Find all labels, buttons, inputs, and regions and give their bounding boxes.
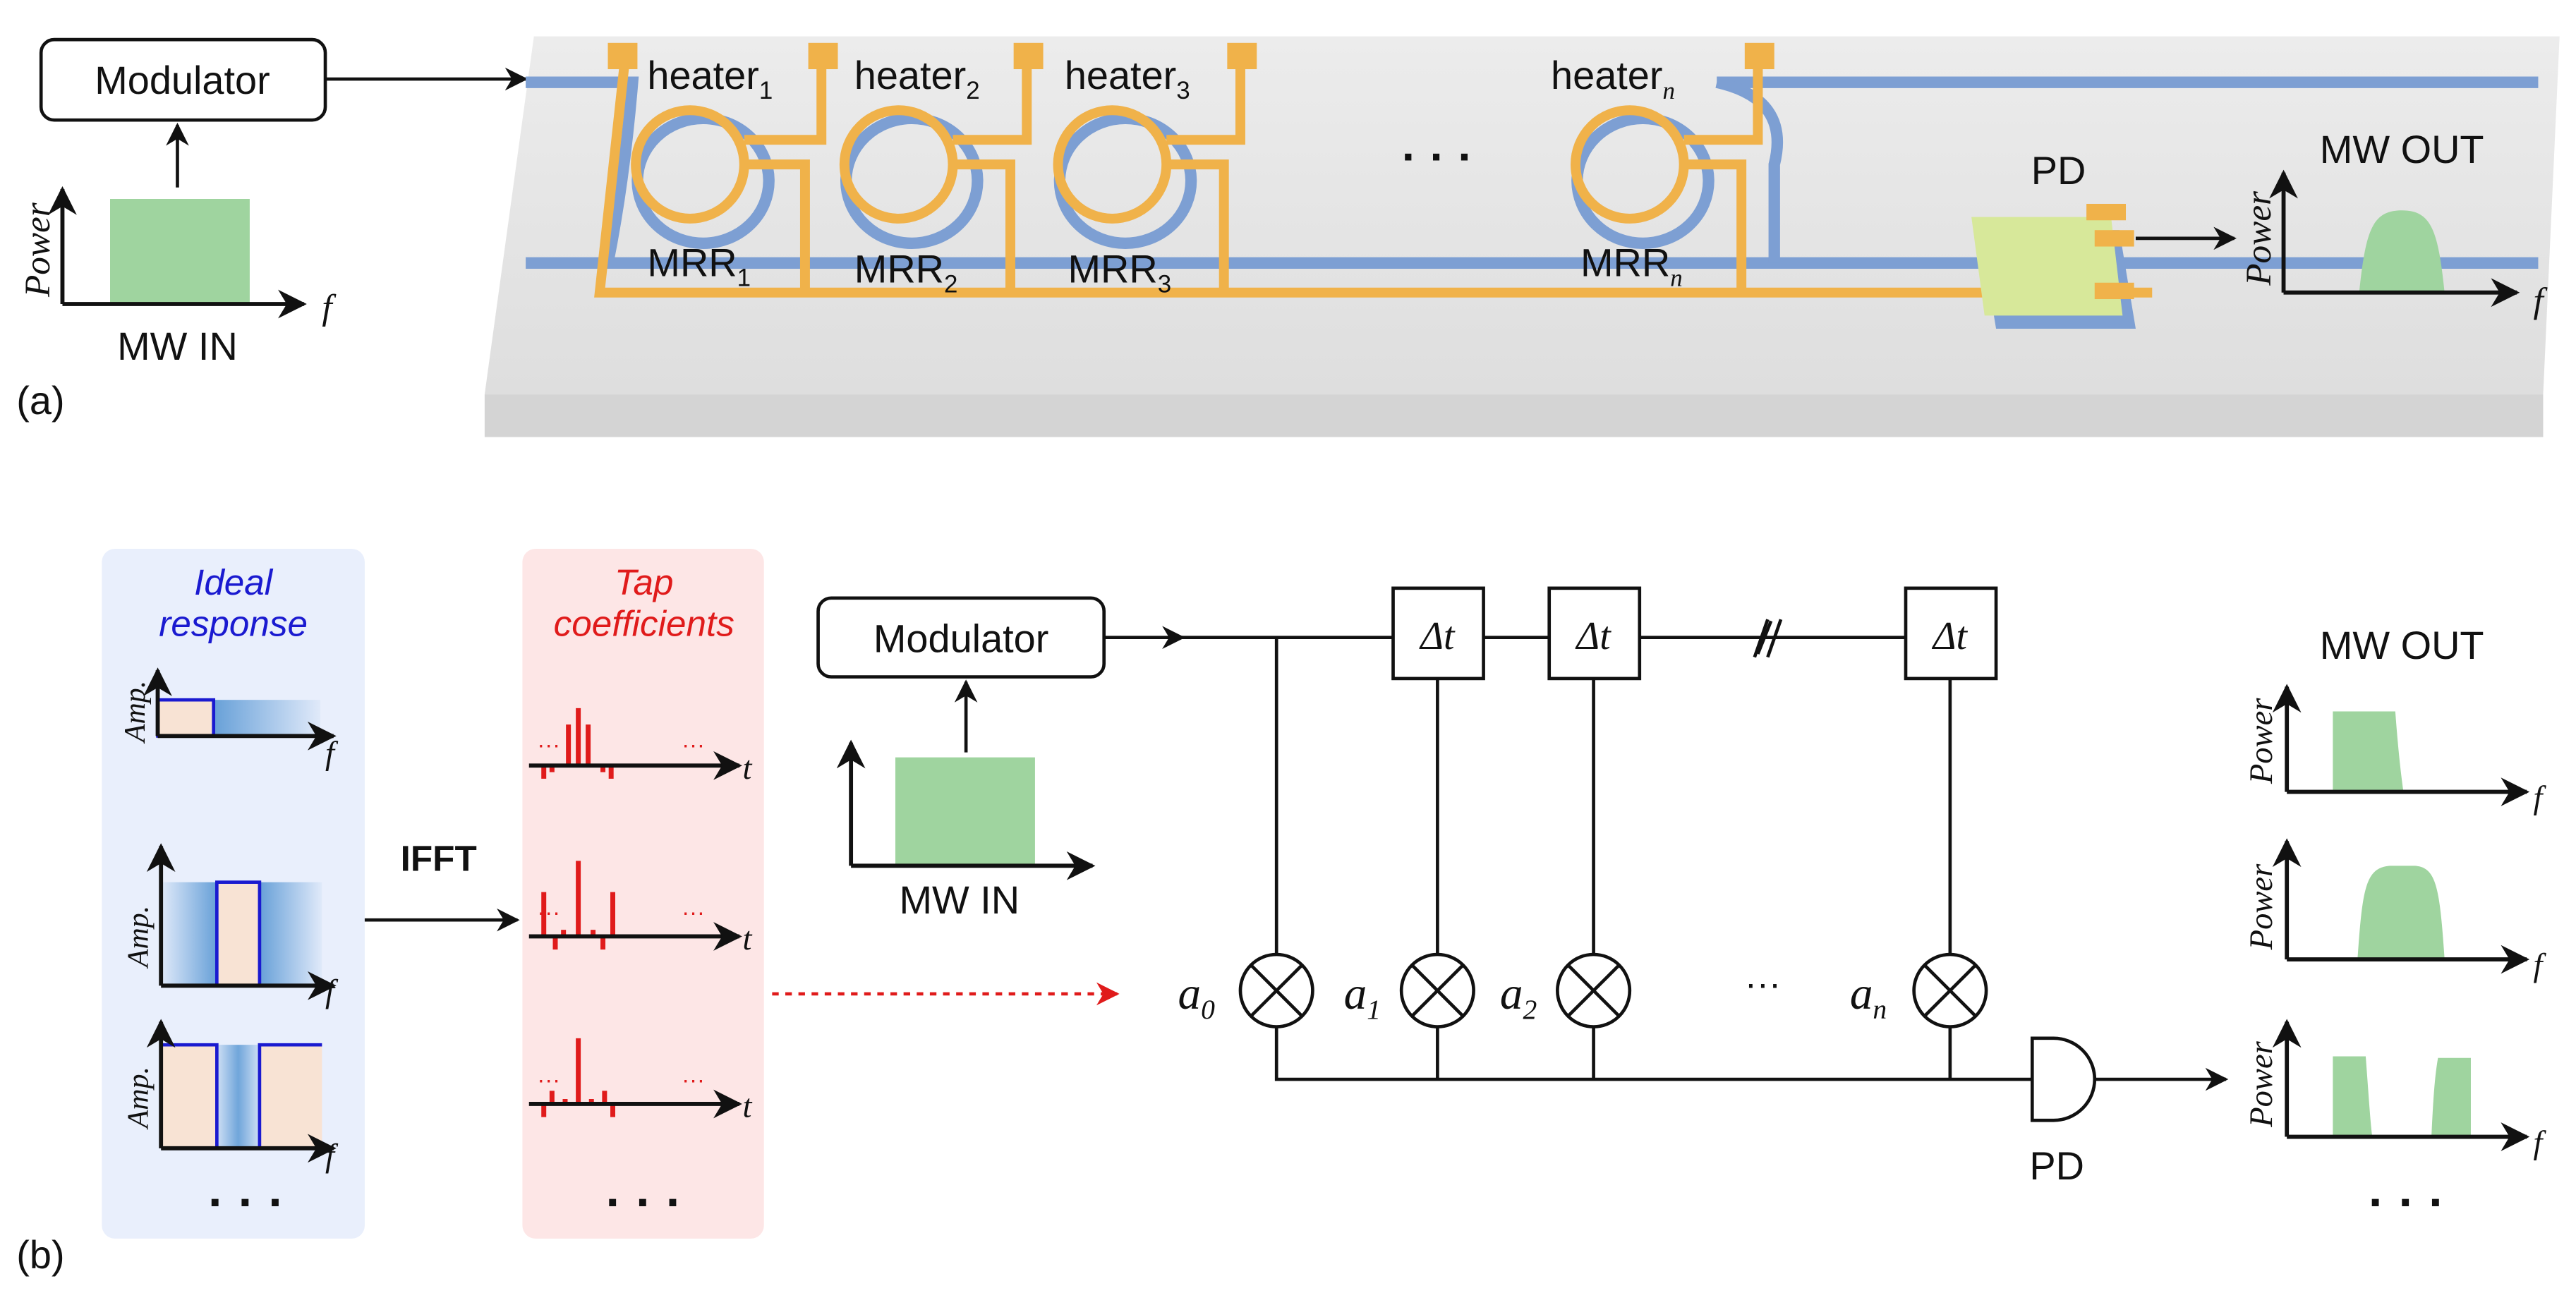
power-axis-label: Power xyxy=(2244,1040,2280,1127)
heater-2-label: heater2 xyxy=(854,53,980,104)
output-ellipsis: · · · xyxy=(2369,1174,2445,1230)
multiplier-n xyxy=(1912,952,1988,1028)
tapped-delay-line: Δt Δt Δt a0 a1 a2 an ··· xyxy=(1103,586,2033,1081)
ring-ellipsis: · · · xyxy=(1402,131,1473,183)
tap-plot-3: t ··· ··· xyxy=(528,1067,752,1125)
power-axis-label: Power xyxy=(2244,863,2280,950)
bandpass-response-plot: Amp. f xyxy=(123,843,339,1010)
amp-axis-label: Amp. xyxy=(119,681,152,744)
power-axis-label: Power xyxy=(2239,190,2279,286)
ideal-response-panel: Ideal response Amp. f Amp. f xyxy=(102,548,365,1239)
delay-box-n: Δt xyxy=(1904,586,1998,681)
modulator-box-a: Modulator xyxy=(39,37,327,122)
ideal-title-line1: Ideal xyxy=(194,562,274,602)
mw-in-spectrum-b: MW IN xyxy=(836,739,1096,922)
output-spectrum-lowpass: Power f xyxy=(2244,684,2546,816)
tap-weight-2: a2 xyxy=(1500,969,1537,1025)
panel-a-label: (a) xyxy=(16,378,64,423)
multiplier-1 xyxy=(1399,952,1475,1028)
power-axis-label: Power xyxy=(18,202,58,298)
photodetector-b: PD xyxy=(2029,1036,2097,1188)
tap-plot-2: t ··· ··· xyxy=(528,899,752,957)
heater-3-label: heater3 xyxy=(1065,53,1190,104)
tap-plot-1: t ··· ··· xyxy=(528,732,752,787)
pd-label-b: PD xyxy=(2029,1143,2084,1188)
tap-ellipsis: ··· xyxy=(1745,963,1781,1003)
tap-weight-0: a0 xyxy=(1178,969,1215,1025)
dots-left: ··· xyxy=(537,732,560,758)
power-axis-label: Power xyxy=(2244,698,2280,784)
multipliers xyxy=(1238,952,1988,1028)
tap-title-line1: Tap xyxy=(615,562,674,602)
photodetector-a: PD xyxy=(1971,148,2136,329)
lowpass-response-plot: Amp. f xyxy=(119,667,339,772)
freq-axis-label: f xyxy=(2533,1125,2546,1161)
mrr-n-label: MRRn xyxy=(1580,240,1683,291)
tap-coefficients-panel: Tap coefficients t ··· ··· t ··· ··· t ·… xyxy=(522,548,764,1239)
mrr-3-label: MRR3 xyxy=(1068,247,1171,298)
mw-out-label-a: MW OUT xyxy=(2320,127,2484,171)
freq-axis-label: f xyxy=(2533,947,2546,983)
output-spectrum-band xyxy=(2359,210,2445,293)
multiplier-2 xyxy=(1556,952,1632,1028)
panel-b-label: (b) xyxy=(16,1232,64,1277)
tap-ellipsis: · · · xyxy=(605,1174,682,1230)
panel-a: Modulator Power f MW IN (a) xyxy=(16,36,2560,437)
time-axis-label: t xyxy=(742,1089,752,1125)
tap-weight-labels: a0 a1 a2 an xyxy=(1178,969,1887,1025)
output-spectrum-bandstop: Power f xyxy=(2244,1019,2546,1161)
amp-axis-label: Amp. xyxy=(123,906,155,969)
ring-labels: MRR1 MRR2 MRR3 MRRn xyxy=(647,240,1682,298)
delay-label: Δt xyxy=(1932,614,1969,658)
pd-label-a: PD xyxy=(2031,148,2086,193)
mw-in-label: MW IN xyxy=(117,324,238,368)
delay-label: Δt xyxy=(1419,614,1456,658)
tap-stems xyxy=(541,708,616,1117)
ideal-ellipsis: · · · xyxy=(208,1174,285,1230)
delay-box-1: Δt xyxy=(1391,586,1485,681)
delay-label: Δt xyxy=(1575,614,1611,658)
tap-title-line2: coefficients xyxy=(554,603,734,643)
mw-out-spectrum-a: Power f MW OUT xyxy=(2239,127,2548,321)
dots-right: ··· xyxy=(682,732,705,758)
mw-in-spectrum-a: Power f MW IN xyxy=(18,186,337,368)
ideal-title-line2: response xyxy=(159,603,308,643)
mw-in-label: MW IN xyxy=(899,878,1020,922)
multiplier-0 xyxy=(1238,952,1314,1028)
mrr-2-label: MRR2 xyxy=(854,247,958,298)
output-spectrum-bandpass: Power f xyxy=(2244,838,2546,983)
dots-right: ··· xyxy=(682,1067,705,1093)
amp-axis-label: Amp. xyxy=(123,1067,155,1130)
time-axis-label: t xyxy=(742,921,752,957)
waveguides xyxy=(526,76,2539,269)
dots-left: ··· xyxy=(537,899,560,925)
ring-1 xyxy=(631,105,775,250)
modulator-label: Modulator xyxy=(95,58,270,102)
freq-axis-label: f xyxy=(2533,780,2546,816)
time-axis-label: t xyxy=(742,751,752,787)
delay-box-2: Δt xyxy=(1547,586,1642,681)
heater-pads xyxy=(607,42,1774,70)
heater-wiring xyxy=(594,65,2153,298)
microring-resonators xyxy=(631,105,1715,250)
ifft-label: IFFT xyxy=(401,838,477,878)
heater-n-label: heatern xyxy=(1551,53,1675,104)
heater-1-label: heater1 xyxy=(647,53,773,104)
mrr-1-label: MRR1 xyxy=(647,240,751,291)
modulator-box-b: Modulator xyxy=(816,596,1106,679)
tap-weight-n: an xyxy=(1850,969,1887,1025)
mw-out-label-b: MW OUT xyxy=(2320,623,2484,667)
tap-weight-1: a1 xyxy=(1344,969,1381,1025)
panel-b: Ideal response Amp. f Amp. f xyxy=(16,548,2546,1277)
dots-left: ··· xyxy=(537,1067,560,1093)
modulator-label: Modulator xyxy=(873,617,1048,661)
freq-axis-label: f xyxy=(322,287,337,327)
dots-right: ··· xyxy=(682,899,705,925)
heater-labels: heater1 heater2 heater3 heatern xyxy=(647,53,1675,104)
photonic-chip: heater1 heater2 heater3 heatern MRR1 MRR… xyxy=(484,36,2560,437)
input-spectrum-band xyxy=(110,198,250,305)
